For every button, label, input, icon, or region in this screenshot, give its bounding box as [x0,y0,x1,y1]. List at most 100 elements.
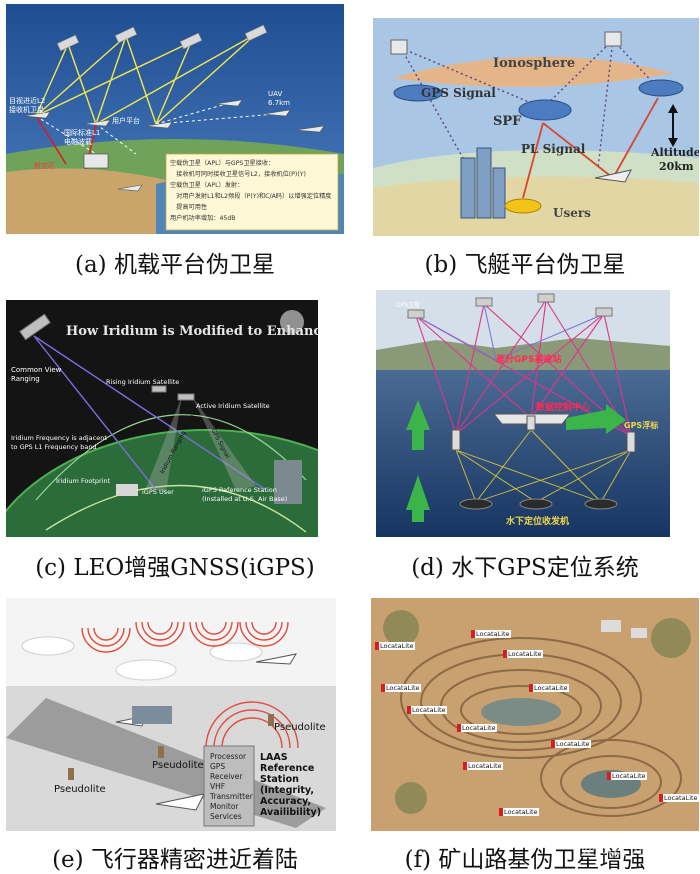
satellite-icons [19,313,195,401]
label-rising: Rising Iridium Satellite [106,378,180,386]
label-user: 用户平台 [112,117,140,125]
label-mid-a: 国际标准L1 [64,129,101,137]
label-ranging: Ranging [11,375,40,383]
info-line: 提高可用性 [170,204,208,211]
satellite-icon [390,39,408,55]
info-line: 空载伪卫星（APL）发射： [170,182,244,189]
label-ref-a: iGPS Reference Station [202,486,277,494]
locatalite-marker: LocataLite [457,724,497,732]
gps-signal-lines [35,33,257,125]
car-icon [504,198,542,214]
logo-seal [280,310,304,334]
info-line: 用户机功率增加：45dB [170,215,236,222]
locatalite-marker: LocataLite [607,772,647,780]
label-left-b: 接收机卫星 [9,106,44,114]
panel-c-leo-igps: How Iridium is Modified to Enhance GPS C… [6,300,318,537]
label-receiver: 水下定位收发机 [506,517,570,527]
panel-b-illustration [373,18,699,236]
earth [6,430,318,537]
label-pseudolite-3: Pseudolite [274,722,326,733]
panel-e-precision-approach: Pseudolite Pseudolite Pseudolite Process… [6,598,336,831]
stack-item: GPS Receiver [210,762,243,781]
laas-line: Reference [260,763,315,774]
locatalite-marker: LocataLite [503,650,543,658]
gps-signal-lines [400,39,659,169]
watermark: 测绘通报 [573,831,686,861]
caption-c: (c) LEO增强GNSS(iGPS) [35,555,315,581]
locatalite-markers: LocataLite LocataLite LocataLite LocataL… [371,598,699,831]
locatalite-marker: LocataLite [499,808,539,816]
label-uav: UAV [268,90,283,98]
label-ref-b: (Installed at U.S. Air Base) [202,495,288,503]
label-control: 数据控制中心 [536,403,591,413]
label-red: 航空区 [34,162,55,170]
building-icons [460,147,506,219]
label-altitude-value: 20km [659,160,694,173]
aircraft-icons [23,99,325,192]
user-vehicle-icon [116,484,138,496]
locatalite-marker: LocataLite [529,684,569,692]
caption-b: (b) 飞艇平台伪卫星 [424,252,626,278]
caption-d: (d) 水下GPS定位系统 [411,555,639,581]
locatalite-marker: LocataLite [659,794,699,802]
info-line: 空载伪卫星（APL）与GPS卫星接收： [170,160,275,167]
label-common-view: Common View [11,366,62,374]
label-pseudolite-2: Pseudolite [152,760,204,771]
buoy-icons [451,415,636,453]
label-altitude: Altitude [651,146,699,159]
caption-a: (a) 机载平台伪卫星 [75,252,275,278]
panel-f-mine-pseudolite: LocataLite LocataLite LocataLite LocataL… [371,598,699,831]
locatalite-marker: LocataLite [407,706,447,714]
label-left-a: 目视进近L2 [9,97,46,105]
label-title: How Iridium is Modified to Enhance GPS [66,324,318,339]
stack-item: VHF Transmitter [210,782,253,801]
pl-signal-lines [522,97,659,199]
laas-line: Accuracy, [260,796,312,807]
laas-line: LAAS [260,752,288,763]
panel-c-illustration [6,300,318,537]
signal-beams [33,335,267,491]
laas-label: LAAS Reference Station (Integrity, Accur… [260,752,321,818]
locatalite-marker: LocataLite [375,642,415,650]
label-freq-b: to GPS L1 Frequency band [11,443,97,451]
airship-icons [393,79,684,121]
label-ionosphere: Ionosphere [493,56,576,71]
info-box [165,153,339,231]
label-uav-b: 6.7km [268,99,291,107]
caption-e: (e) 飞行器精密进近着陆 [52,847,298,873]
acoustic-lines [455,429,632,503]
label-station: 差分GPS基准站 [496,355,562,365]
underwater-receiver-icons [459,498,618,510]
locatalite-marker: LocataLite [463,762,503,770]
station-box [203,745,255,827]
locatalite-marker: LocataLite [471,630,511,638]
laas-line: Availibility) [260,807,322,818]
cloud-icons [21,636,263,681]
laas-line: (Integrity, [260,785,314,796]
label-pl-signal: PL Signal [521,142,586,156]
label-pseudolite-1: Pseudolite [54,784,106,795]
label-gps-signal: GPS Signal [421,86,496,100]
panel-a-illustration [6,4,344,234]
label-spf: SPF [493,114,522,129]
green-arrows [406,400,626,522]
label-igps-user: iGPS User [142,488,174,496]
label-freq-a: Iridium Frequency is adjacent [11,434,107,442]
satellite-icon [604,31,622,47]
panel-f-illustration [371,598,699,831]
reference-station-icon [274,460,302,504]
stack-item: Monitor Services [210,802,242,821]
info-line: 对用户发射L1和L2频段（P(Y)和C/A码）以增强定位精度 [170,193,332,200]
label-buoy: GPS浮标 [624,421,659,430]
label-mid-b: 电磁波载 [64,138,92,146]
label-active: Active Iridium Satellite [196,402,270,410]
label-sat: GPS卫星 [396,302,421,309]
satellite-icons [407,293,613,319]
pseudolite-pole-icons [68,714,274,780]
ionosphere-band [393,56,673,87]
pseudolite-signal-arcs [81,621,299,749]
panel-a-airborne-pseudolite: 目视进近L2 接收机卫星 国际标准L1 电磁波载 航空区 用户平台 UAV 6.… [6,4,344,234]
jet-icon [594,169,632,183]
panel-d-underwater-gps: 差分GPS基准站 数据控制中心 GPS浮标 水下定位收发机 GPS卫星 [376,290,670,537]
locatalite-marker: LocataLite [551,740,591,748]
